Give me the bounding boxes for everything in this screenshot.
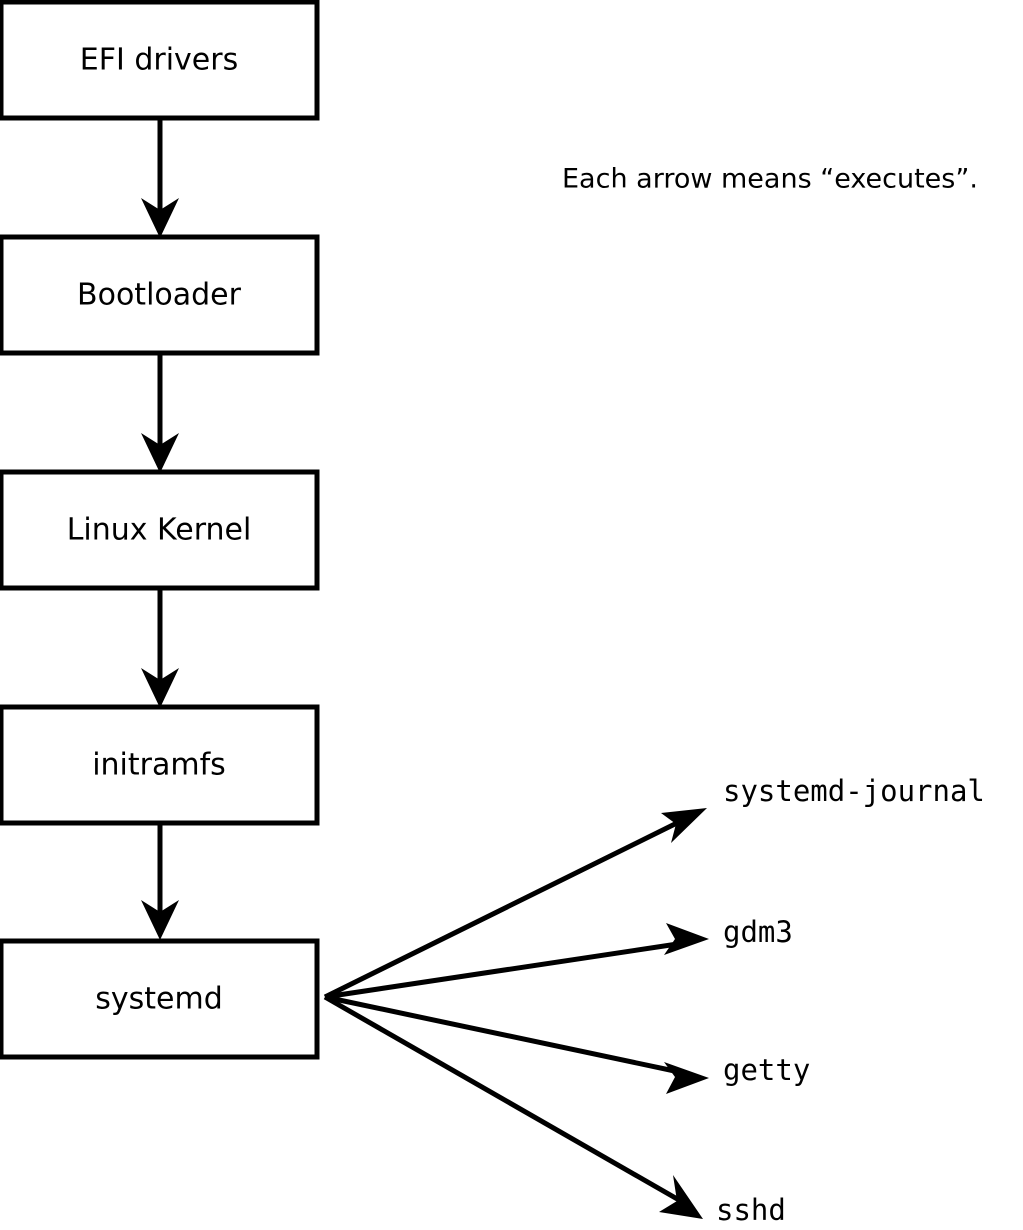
node-systemd[interactable]: systemd [0, 938, 320, 1060]
edge-systemd-to-systemd-journal [323, 808, 707, 1000]
node-label-initramfs: initramfs [92, 748, 226, 783]
legend-caption: Each arrow means “executes”. [562, 164, 978, 195]
edge-systemd-to-gdm3 [324, 923, 709, 1000]
node-label-sshd: sshd [716, 1193, 786, 1227]
edge-systemd-to-sshd [323, 994, 703, 1219]
node-label-getty: getty [723, 1053, 810, 1087]
edge-initramfs-to-systemd [141, 823, 179, 940]
node-bootloader[interactable]: Bootloader [0, 234, 320, 356]
edge-linux-kernel-to-initramfs [141, 588, 179, 708]
node-label-systemd: systemd [95, 982, 223, 1017]
edge-efi-drivers-to-bootloader [141, 118, 179, 238]
node-label-systemd-journal: systemd-journal [723, 774, 985, 808]
node-label-gdm3: gdm3 [723, 915, 793, 949]
edge-bootloader-to-linux-kernel [141, 353, 179, 473]
edge-systemd-to-getty [324, 994, 709, 1094]
node-linux-kernel[interactable]: Linux Kernel [0, 469, 320, 591]
node-efi-drivers[interactable]: EFI drivers [0, 0, 320, 121]
node-label-bootloader: Bootloader [77, 278, 242, 313]
node-initramfs[interactable]: initramfs [0, 704, 320, 826]
node-label-efi-drivers: EFI drivers [80, 43, 238, 78]
node-label-linux-kernel: Linux Kernel [67, 513, 252, 548]
